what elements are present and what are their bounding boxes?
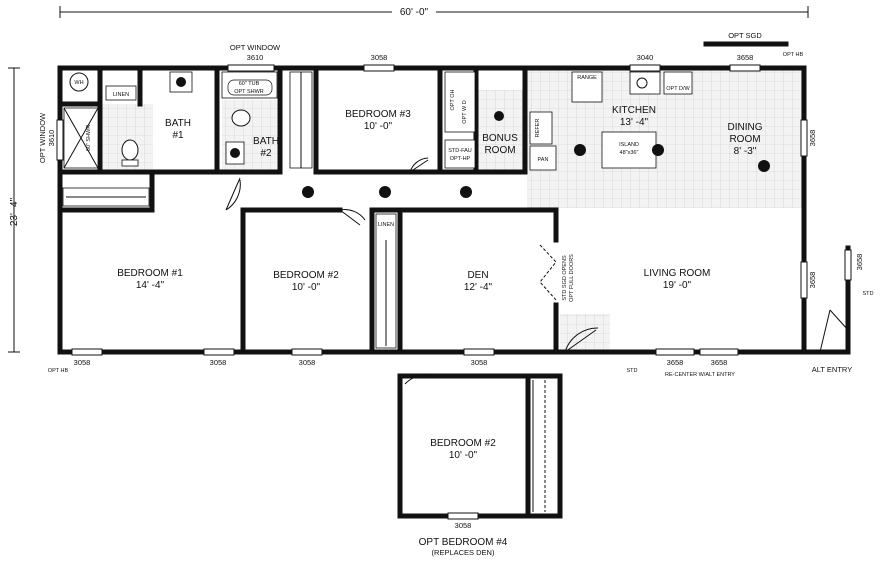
window-size: 3058: [371, 53, 388, 62]
opt-bedroom4-note: (REPLACES DEN): [432, 548, 495, 557]
window-size: 3058: [210, 358, 227, 367]
opt-oh-label: OPT OH: [450, 89, 456, 110]
light-fixtures: [302, 111, 770, 198]
re-center-label: RE-CENTER W/ALT ENTRY: [665, 372, 735, 378]
pantry-label: PAN: [538, 157, 549, 163]
opt-hb-bottom-label: OPT HB: [48, 368, 69, 374]
opt-bedroom4-walls: [397, 373, 563, 519]
window-size: 3658: [737, 53, 754, 62]
room-size-opt-bedroom2: 10' -0": [449, 450, 478, 461]
tub-opt-label: OPT SHWR: [234, 89, 264, 95]
opt-doors-label: OPT FULL DOORS: [569, 254, 575, 302]
room-number-bath2: #2: [260, 148, 272, 159]
interior-walls: [57, 65, 559, 355]
room-label-dining: DINING: [728, 122, 763, 133]
room-label-living: LIVING ROOM: [644, 268, 711, 279]
room-size-living: 19' -0": [663, 280, 692, 291]
window-size: 3058: [299, 358, 316, 367]
opt-hp-label: OPT-HP: [450, 156, 471, 162]
room-label-kitchen: KITCHEN: [612, 105, 656, 116]
room-label-bedroom2: BEDROOM #2: [273, 270, 339, 281]
window-size: 3040: [637, 53, 654, 62]
room-label-bonus: BONUS: [482, 133, 518, 144]
opt-window-top-size: 3610: [247, 53, 264, 62]
dishwasher-label: OPT D/W: [666, 86, 690, 92]
island-label: ISLAND: [619, 142, 639, 148]
room-label-bonus-2: ROOM: [484, 145, 515, 156]
room-number-bath1: #1: [172, 130, 184, 141]
room-label-bath1: BATH: [165, 118, 191, 129]
room-label-dining-2: ROOM: [729, 134, 760, 145]
window-size: 3058: [455, 521, 472, 530]
tub-label: 60" TUB: [239, 81, 260, 87]
opt-window-left-size: 3610: [47, 130, 56, 147]
refer-label: REFER: [535, 119, 541, 138]
room-size-den: 12' -4": [464, 282, 493, 293]
room-size-dining: 8' -3": [734, 146, 757, 157]
room-label-den: DEN: [467, 270, 488, 281]
shower-label: 60" SHWR: [86, 125, 92, 151]
window-size: 3658: [855, 254, 864, 271]
room-label-bedroom1: BEDROOM #1: [117, 268, 183, 279]
window-size: 3058: [74, 358, 91, 367]
range-label: RANGE: [577, 75, 597, 81]
opt-sgd-label: OPT SGD: [728, 31, 762, 40]
room-size-bedroom1: 14' -4": [136, 280, 165, 291]
opt-wd-label: OPT W D: [462, 100, 468, 123]
bonus-tile-floor: [477, 90, 525, 170]
linen-closet-label: LINEN: [113, 92, 129, 98]
entry-tile-floor: [560, 314, 610, 352]
island-size: 48"x36": [620, 150, 639, 156]
window-size: 3658: [711, 358, 728, 367]
windows: [56, 41, 852, 520]
opt-bedroom4-label: OPT BEDROOM #4: [419, 537, 508, 548]
opt-hb-top-label: OPT HB: [783, 52, 804, 58]
window-size: 3658: [808, 272, 817, 289]
overall-width-dimension: 60' -0": [59, 5, 809, 18]
overall-depth-dimension: 23' -4": [8, 67, 20, 353]
water-heater-label: WH: [74, 80, 83, 86]
opt-window-left-label: OPT WINDOW: [38, 112, 47, 163]
std-fau-label: STD-FAU: [448, 148, 472, 154]
opt-window-top-label: OPT WINDOW: [230, 43, 281, 52]
fixtures: [62, 71, 693, 349]
linen-closet-label: LINEN: [378, 222, 394, 228]
room-size-kitchen: 13' -4": [620, 117, 649, 128]
room-size-bedroom3: 10' -0": [364, 121, 393, 132]
room-size-bedroom2: 10' -0": [292, 282, 321, 293]
room-label-bedroom3: BEDROOM #3: [345, 109, 411, 120]
alt-entry-label: ALT ENTRY: [812, 365, 852, 374]
std-sgd-label: STD SGD OPENS: [562, 255, 568, 301]
std-bottom-label: STD: [627, 368, 638, 374]
std-side-label: STD: [863, 291, 874, 297]
window-size: 3058: [471, 358, 488, 367]
window-size: 3658: [808, 130, 817, 147]
window-size: 3658: [667, 358, 684, 367]
room-label-bath2: BATH: [253, 136, 279, 147]
overall-depth-label: 23' -4": [9, 197, 20, 226]
overall-width-label: 60' -0": [400, 7, 429, 18]
room-label-opt-bedroom2: BEDROOM #2: [430, 438, 496, 449]
